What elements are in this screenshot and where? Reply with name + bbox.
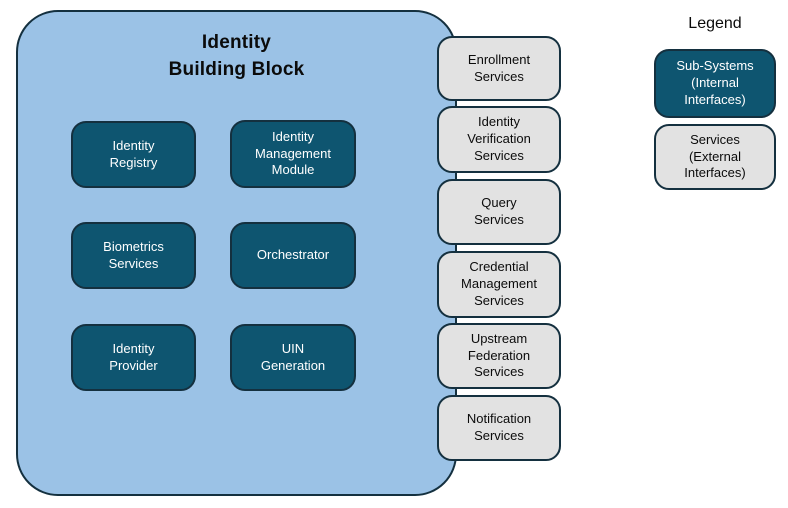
service-notification-services: Notification Services — [437, 395, 561, 461]
service-query-services: Query Services — [437, 179, 561, 245]
block-title: Identity Building Block — [168, 32, 305, 80]
subsystem-identity-provider: Identity Provider — [71, 324, 196, 391]
legend-subsystems-key: Sub-Systems (Internal Interfaces) — [654, 49, 776, 118]
subsystem-orchestrator: Orchestrator — [230, 222, 356, 289]
service-upstream-federation-services: Upstream Federation Services — [437, 323, 561, 389]
legend-services-key: Services (External Interfaces) — [654, 124, 776, 190]
subsystem-biometrics-services: Biometrics Services — [71, 222, 196, 289]
subsystem-uin-generation: UIN Generation — [230, 324, 356, 391]
service-enrollment-services: Enrollment Services — [437, 36, 561, 101]
subsystem-identity-management-module: Identity Management Module — [230, 120, 356, 188]
subsystem-identity-registry: Identity Registry — [71, 121, 196, 188]
legend-title: Legend — [688, 15, 742, 32]
service-credential-management-services: Credential Management Services — [437, 251, 561, 318]
service-identity-verification-services: Identity Verification Services — [437, 106, 561, 173]
